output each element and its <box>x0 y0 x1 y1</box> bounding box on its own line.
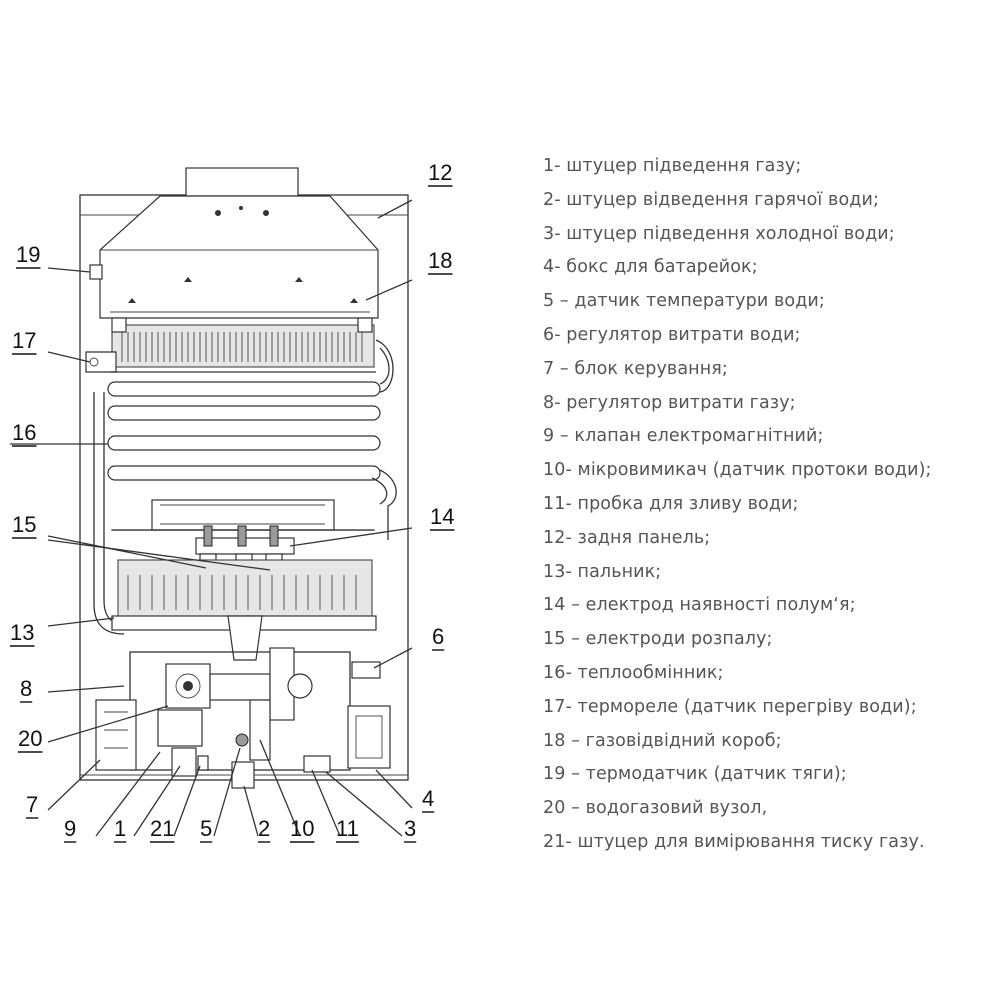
burner <box>111 559 377 661</box>
legend-item: 11- пробка для зливу води; <box>543 493 799 514</box>
legend-item: 16- теплообмінник; <box>543 662 724 683</box>
callout-7: 7 <box>26 792 38 817</box>
legend-item: 5 – датчик температури води; <box>543 291 825 312</box>
callout-15: 15 <box>12 512 36 537</box>
overheat-thermostat <box>85 351 117 373</box>
control-unit <box>95 699 137 771</box>
heat-exchanger-fins <box>111 317 375 368</box>
callout-16: 16 <box>12 420 36 445</box>
callout-18: 18 <box>428 248 452 273</box>
flue-collar <box>185 167 299 197</box>
callout-5: 5 <box>200 816 212 841</box>
callout-1: 1 <box>114 816 126 841</box>
water-flow-regulator <box>351 661 381 679</box>
callout-12: 12 <box>428 160 452 185</box>
legend-item: 15 – електроди розпалу; <box>543 629 773 650</box>
callout-10: 10 <box>290 816 314 841</box>
battery-box <box>347 705 391 769</box>
temperature-sensor <box>235 733 249 747</box>
legend-item: 12- задня панель; <box>543 527 711 548</box>
legend-item: 18 – газовідвідний короб; <box>543 730 782 751</box>
legend-item: 1- штуцер підведення газу; <box>543 156 802 176</box>
legend-item: 19 – термодатчик (датчик тяги); <box>543 764 847 785</box>
callout-3: 3 <box>404 816 416 841</box>
legend-item: 4- бокс для батарейок; <box>543 257 758 278</box>
callout-19: 19 <box>16 242 40 267</box>
legend-item: 3- штуцер підведення холодної води; <box>543 223 895 244</box>
legend-item: 21- штуцер для вимірювання тиску газу. <box>543 831 925 852</box>
draught-sensor <box>89 264 103 280</box>
callout-9: 9 <box>64 816 76 841</box>
water-gas-unit <box>165 647 313 761</box>
flue-hood <box>99 195 379 319</box>
water-heater-diagram: 12 19 18 17 16 15 14 13 6 8 20 7 4 9 1 2… <box>10 160 455 843</box>
legend-item: 20 – водогазовий вузол, <box>543 798 768 819</box>
callout-21: 21 <box>150 816 174 841</box>
legend-item: 13- пальник; <box>543 561 662 582</box>
callout-8: 8 <box>20 676 32 701</box>
legend-item: 10- мікровимикач (датчик протоки води); <box>543 460 932 481</box>
legend-item: 14 – електрод наявності полум‘я; <box>543 595 856 616</box>
callout-4: 4 <box>422 786 434 811</box>
leader-lines <box>10 199 413 837</box>
drain-plug <box>303 755 331 773</box>
callout-17: 17 <box>12 328 36 353</box>
callout-6: 6 <box>432 624 444 649</box>
parts-legend: 1- штуцер підведення газу; 2- штуцер від… <box>543 150 993 860</box>
legend-item: 6- регулятор витрати води; <box>543 324 801 345</box>
legend-item: 2- штуцер відведення гарячої води; <box>543 189 879 210</box>
callout-2: 2 <box>258 816 270 841</box>
pressure-fitting <box>197 755 209 771</box>
callout-20: 20 <box>18 726 42 751</box>
solenoid-valve <box>157 709 203 747</box>
callout-11: 11 <box>336 816 359 841</box>
legend-item: 17- термореле (датчик перегріву води); <box>543 696 917 717</box>
legend-item: 7 – блок керування; <box>543 358 728 379</box>
callout-labels: 12 19 18 17 16 15 14 13 6 8 20 7 4 9 1 2… <box>10 160 455 843</box>
callout-13: 13 <box>10 620 34 645</box>
callout-14: 14 <box>430 504 454 529</box>
legend-item: 8- регулятор витрати газу; <box>543 392 796 413</box>
heat-exchanger-coils <box>107 339 397 540</box>
legend-item: 9 – клапан електромагнітний; <box>543 426 824 447</box>
